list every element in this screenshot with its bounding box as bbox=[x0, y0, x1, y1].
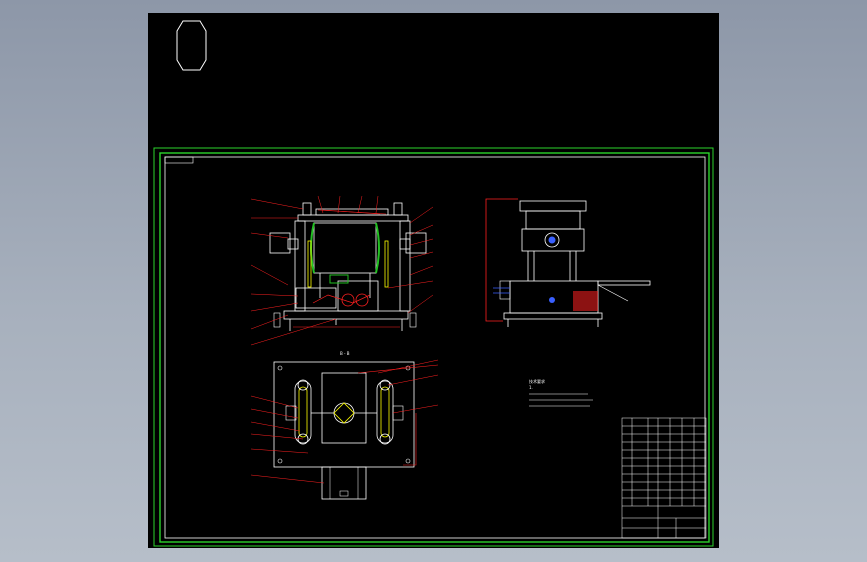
frame-tag-box bbox=[164, 156, 194, 164]
top-section-view bbox=[273, 361, 439, 500]
title-block bbox=[621, 417, 707, 539]
side-view bbox=[485, 198, 651, 327]
octagon-shape bbox=[176, 20, 207, 71]
inner-frame bbox=[159, 152, 710, 543]
top-view-leaders bbox=[250, 359, 439, 484]
cad-drawing-canvas[interactable]: B - B bbox=[148, 13, 719, 548]
tech-requirements-title: 技术要求 bbox=[529, 378, 545, 384]
outer-frame bbox=[153, 147, 714, 547]
front-section-view bbox=[269, 202, 427, 331]
technical-requirements: 技术要求 1. bbox=[529, 378, 593, 407]
sheet-border bbox=[164, 156, 706, 539]
section-label: B - B bbox=[340, 351, 350, 356]
tech-requirement-line-1: 1. bbox=[529, 385, 533, 390]
front-view-leaders bbox=[250, 195, 434, 346]
